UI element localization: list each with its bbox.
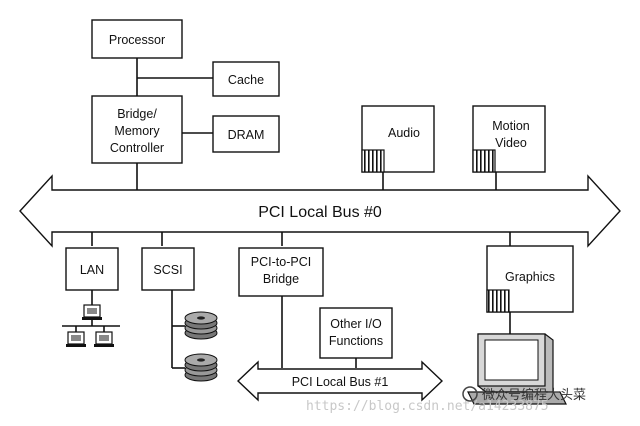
watermark-url: https://blog.csdn.net/a14233875 xyxy=(306,399,549,414)
watermark-badge: 微众号编程大头菜 xyxy=(482,388,586,403)
audio-label: Audio xyxy=(388,126,420,140)
scsi-box: SCSI xyxy=(141,247,195,291)
pci-local-bus-1: PCI Local Bus #1 xyxy=(236,360,444,402)
bus-1-label: PCI Local Bus #1 xyxy=(292,375,389,389)
pci-local-bus-0: PCI Local Bus #0 xyxy=(19,174,621,248)
graphics-label: Graphics xyxy=(505,270,555,284)
pci-bridge-label-line2: Bridge xyxy=(263,272,299,286)
other-io-label-line1: Other I/O xyxy=(330,317,382,331)
bridge-label-line2: Memory xyxy=(114,124,160,138)
pci-bridge-label-line1: PCI-to-PCI xyxy=(251,255,311,269)
bridge-memory-controller-box: Bridge/ Memory Controller xyxy=(91,95,183,164)
watermark: https://blog.csdn.net/a14233875 微众号编程大头菜 xyxy=(306,386,586,414)
bridge-label-line1: Bridge/ xyxy=(117,107,157,121)
cache-box: Cache xyxy=(212,61,280,97)
wechat-icon xyxy=(462,386,478,402)
network-icon xyxy=(62,304,120,347)
bus-0-label: PCI Local Bus #0 xyxy=(258,204,382,221)
graphics-card-connector xyxy=(486,289,510,313)
lan-label: LAN xyxy=(80,263,104,277)
other-io-functions-box: Other I/O Functions xyxy=(319,307,393,359)
cache-label: Cache xyxy=(228,73,264,87)
connector-wires xyxy=(91,58,511,369)
scsi-label: SCSI xyxy=(153,263,182,277)
dram-box: DRAM xyxy=(212,115,280,153)
motion-video-card: Motion Video xyxy=(472,105,546,173)
motion-video-card-connector xyxy=(472,149,496,173)
audio-card: Audio xyxy=(361,105,435,173)
processor-label: Processor xyxy=(109,33,165,47)
processor-box: Processor xyxy=(91,19,183,59)
other-io-label-line2: Functions xyxy=(329,334,383,348)
graphics-card: Graphics xyxy=(486,245,574,313)
disk-stack-2-icon xyxy=(184,353,218,382)
pci-to-pci-bridge-box: PCI-to-PCI Bridge xyxy=(238,247,324,297)
monitor-icon xyxy=(467,333,567,405)
motion-video-label-line1: Motion xyxy=(492,119,530,133)
lan-box: LAN xyxy=(65,247,119,291)
dram-label: DRAM xyxy=(228,128,265,142)
bridge-label-line3: Controller xyxy=(110,141,164,155)
motion-video-label-line2: Video xyxy=(495,136,527,150)
audio-card-connector xyxy=(361,149,385,173)
disk-stack-1-icon xyxy=(184,311,218,340)
